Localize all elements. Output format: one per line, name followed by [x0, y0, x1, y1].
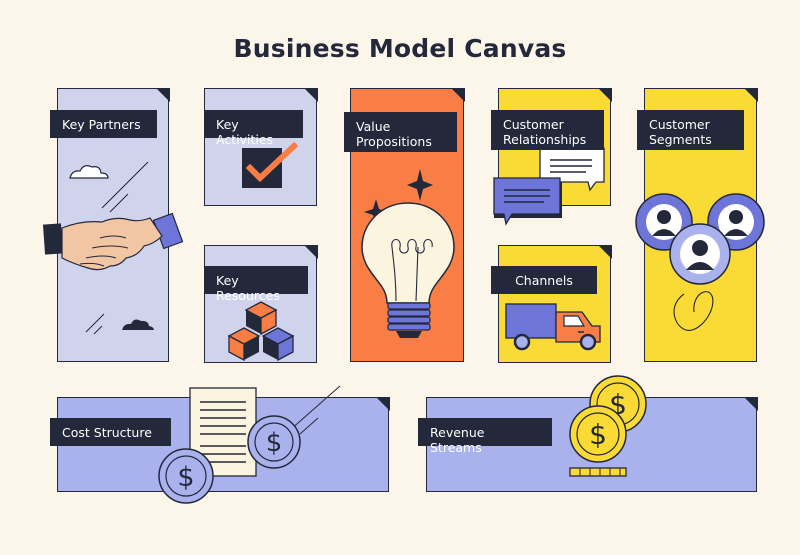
customer-segments-label: Customer Segments — [637, 110, 744, 150]
customer-segments-label-line1: Customer — [649, 117, 710, 132]
value-propositions-label-line1: Value — [356, 119, 391, 134]
cost-structure-label: Cost Structure — [50, 418, 171, 446]
checkbox-icon — [242, 142, 299, 188]
chat-bubbles-icon — [493, 147, 605, 226]
invoice-coins-icon: $ $ — [158, 385, 341, 504]
value-propositions-label-line2: Propositions — [356, 134, 432, 149]
coin-stack-icon: $ $ — [569, 375, 647, 477]
truck-icon — [505, 303, 601, 351]
customer-relationships-label: Customer Relationships — [491, 110, 604, 150]
lightbulb-icon — [361, 169, 455, 338]
users-icon — [635, 193, 765, 331]
page-title: Business Model Canvas — [233, 34, 567, 63]
cubes-icon — [227, 301, 295, 362]
handshake-icon — [42, 161, 184, 335]
coin-symbol: $ — [589, 418, 607, 451]
customer-segments-label-line2: Segments — [649, 132, 712, 147]
coin-symbol: $ — [177, 462, 194, 493]
key-activities-label: Key Activities — [204, 110, 303, 147]
revenue-streams-label: Revenue Streams — [418, 418, 552, 455]
coin-symbol: $ — [266, 428, 283, 458]
value-propositions-label: Value Propositions — [344, 112, 457, 152]
key-partners-label: Key Partners — [50, 110, 157, 138]
channels-label: Channels — [491, 266, 597, 294]
customer-relationships-label-line2: Relationships — [503, 132, 587, 147]
customer-relationships-label-line1: Customer — [503, 117, 564, 132]
key-resources-label: Key Resources — [204, 266, 308, 303]
